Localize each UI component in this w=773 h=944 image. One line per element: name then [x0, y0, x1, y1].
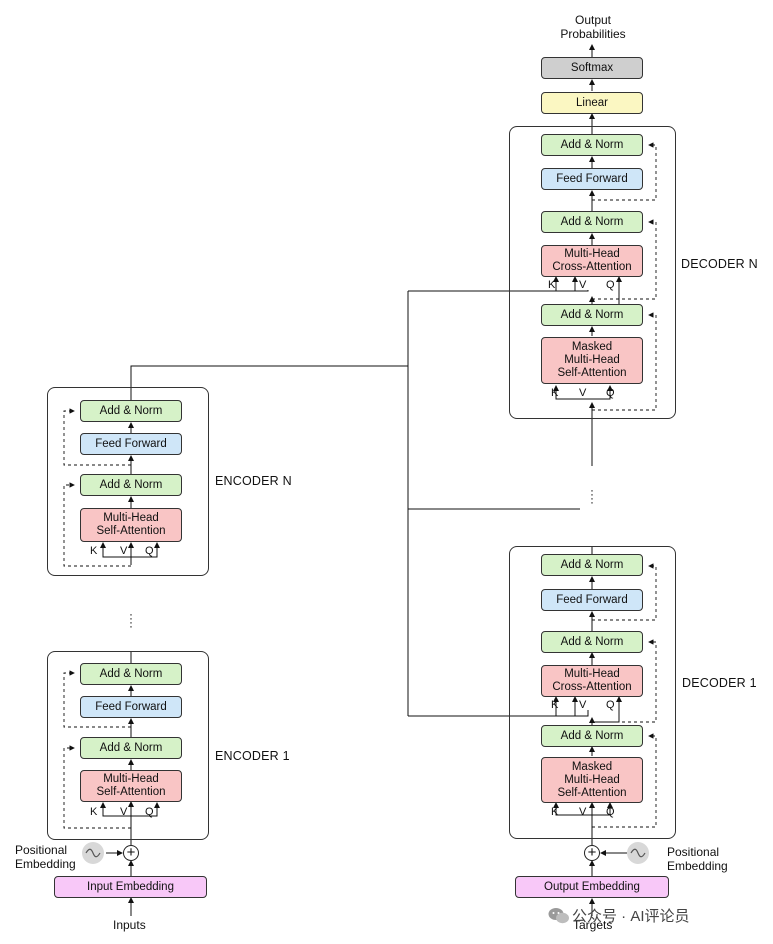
decoder-n-v: V	[579, 387, 587, 399]
encoder-positional-embedding-label: Positional Embedding	[15, 843, 76, 871]
decoder-n-q: Q	[606, 387, 615, 399]
decoder-ellipsis: ····	[590, 483, 594, 509]
watermark-text: 公众号 · AI评论员	[572, 908, 690, 925]
encoder-1-q: Q	[145, 806, 154, 818]
encoder-ellipsis: ····	[129, 607, 133, 633]
encoder-1-k: K	[90, 806, 98, 818]
input-embedding-box: Input Embedding	[54, 876, 207, 898]
decoder-sine-wave-icon	[627, 842, 649, 864]
decoder-n-label: DECODER N	[681, 257, 758, 271]
decoder-1-cross-q: Q	[606, 699, 615, 711]
decoder-1-q: Q	[606, 806, 615, 818]
decoder-n-add-norm-1: Add & Norm	[541, 304, 643, 326]
decoder-n-feed-forward: Feed Forward	[541, 168, 643, 190]
decoder-n-cross-attention: Multi-Head Cross-Attention	[541, 245, 643, 277]
encoder-sine-wave-icon	[82, 842, 104, 864]
decoder-1-feed-forward: Feed Forward	[541, 589, 643, 611]
decoder-n-cross-k: K	[548, 279, 556, 291]
encoder-1-label: ENCODER 1	[215, 749, 290, 763]
decoder-1-v: V	[579, 806, 587, 818]
encoder-n-add-norm-1: Add & Norm	[80, 474, 182, 496]
decoder-1-add-norm-3: Add & Norm	[541, 554, 643, 576]
encoder-n-q: Q	[145, 545, 154, 557]
softmax-box: Softmax	[541, 57, 643, 79]
linear-box: Linear	[541, 92, 643, 114]
wechat-icon	[548, 907, 569, 924]
encoder-n-self-attention: Multi-Head Self-Attention	[80, 508, 182, 542]
encoder-1-self-attention: Multi-Head Self-Attention	[80, 770, 182, 802]
decoder-n-cross-q: Q	[606, 279, 615, 291]
encoder-n-v: V	[120, 545, 128, 557]
encoder-n-add-norm-2: Add & Norm	[80, 400, 182, 422]
encoder-n-label: ENCODER N	[215, 474, 292, 488]
targets-label: Targets	[573, 918, 613, 932]
decoder-1-cross-attention: Multi-Head Cross-Attention	[541, 665, 643, 697]
encoder-add-icon: +	[123, 845, 139, 861]
encoder-n-feed-forward: Feed Forward	[80, 433, 182, 455]
inputs-label: Inputs	[113, 918, 146, 932]
decoder-1-frame	[509, 546, 676, 839]
decoder-1-masked-attention: Masked Multi-Head Self-Attention	[541, 757, 643, 803]
decoder-1-add-norm-1: Add & Norm	[541, 725, 643, 747]
encoder-n-frame	[47, 387, 209, 576]
decoder-1-k: K	[551, 806, 559, 818]
decoder-n-frame	[509, 126, 676, 419]
decoder-1-label: DECODER 1	[682, 676, 757, 690]
decoder-n-add-norm-2: Add & Norm	[541, 211, 643, 233]
encoder-output-line	[130, 365, 408, 400]
encoder-1-feed-forward: Feed Forward	[80, 696, 182, 718]
encoder-1-v: V	[120, 806, 128, 818]
decoder-1-add-norm-2: Add & Norm	[541, 631, 643, 653]
encoder-1-frame	[47, 651, 209, 840]
decoder-n-cross-v: V	[579, 279, 587, 291]
decoder-add-icon: +	[584, 845, 600, 861]
decoder-1-cross-k: K	[551, 699, 559, 711]
decoder-n-masked-attention: Masked Multi-Head Self-Attention	[541, 337, 643, 384]
output-embedding-box: Output Embedding	[515, 876, 669, 898]
decoder-1-cross-v: V	[579, 699, 587, 711]
output-probabilities-label: Output Probabilities	[560, 13, 626, 41]
encoder-1-add-norm-1: Add & Norm	[80, 737, 182, 759]
decoder-positional-embedding-label: Positional Embedding	[667, 845, 728, 873]
decoder-n-add-norm-3: Add & Norm	[541, 134, 643, 156]
decoder-n-k: K	[551, 387, 559, 399]
encoder-n-k: K	[90, 545, 98, 557]
encoder-1-add-norm-2: Add & Norm	[80, 663, 182, 685]
